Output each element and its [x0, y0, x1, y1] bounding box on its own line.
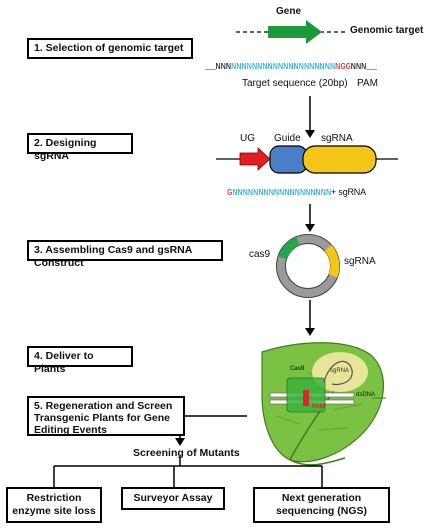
step-4-box: 4. Deliver to Plants — [27, 346, 133, 375]
flow-arrow-2 — [305, 224, 315, 232]
plasmid-sgrna-segment — [324, 244, 340, 278]
ug-arrow — [239, 147, 271, 171]
leaf-dsdna-label: dsDNA — [356, 392, 376, 398]
screening-title: Screening of Mutants — [133, 447, 240, 459]
sgrna-seq-n: NNNNNNNNNNNNNNNNNNN — [232, 188, 332, 198]
seq-prefix: NNN — [215, 62, 232, 72]
gene-arrow — [268, 20, 322, 44]
sgrna-seq-suffix: + sgRNA — [331, 187, 366, 197]
plasmid-sgrna-label: sgRNA — [344, 256, 376, 267]
method-ngs: Next generation sequencing (NGS) — [253, 487, 390, 523]
guide-label: Guide — [274, 133, 301, 144]
plasmid-cas9-segment — [278, 236, 301, 260]
seq-target: NNNNNNNNNNNNNNNNNNNN — [231, 62, 336, 72]
step-1-box: 1. Selection of genomic target — [27, 38, 193, 59]
guide-block — [269, 145, 308, 174]
seq-pam: NGG — [335, 62, 351, 72]
method-restriction-enzyme: Restriction enzyme site loss — [6, 487, 102, 523]
step-2-box: 2. Designing sgRNA — [27, 133, 133, 162]
step-5-box: 5. Regeneration and Screen Transgenic Pl… — [27, 396, 185, 436]
seq-underscore-left: __ — [205, 62, 216, 72]
plasmid-cas9-label: cas9 — [249, 249, 271, 260]
sgrna-block — [302, 145, 377, 174]
leaf-pam-label: PAM — [312, 404, 325, 410]
flow-arrow-3 — [305, 328, 315, 336]
ug-label: UG — [240, 133, 255, 144]
sgrna-sequence: GNNNNNNNNNNNNNNNNNNN+ sgRNA — [227, 187, 366, 198]
gene-label: Gene — [276, 6, 302, 17]
step-3-box: 3. Assembling Cas9 and gsRNA Construct — [27, 240, 223, 269]
pam-label: PAM — [357, 78, 378, 89]
leaf-cas9-label: Cas9 — [290, 366, 305, 372]
target-sequence: __NNNNNNNNNNNNNNNNNNNNNNNNGGNNN__ — [205, 62, 377, 72]
flow-arrow-1 — [305, 130, 315, 138]
leaf-illustration — [261, 342, 386, 466]
seq-suffix: NNN — [350, 62, 367, 72]
sgrna-label: sgRNA — [321, 133, 353, 144]
method-surveyor-assay: Surveyor Assay — [121, 487, 225, 510]
sgrna-seq-g: G — [227, 188, 233, 198]
screen-arrow — [175, 438, 185, 446]
genomic-target-label: Genomic target — [350, 25, 424, 36]
leaf-sgrna-label: sgRNA — [330, 368, 350, 374]
target-sequence-label: Target sequence (20bp) — [242, 78, 348, 89]
seq-underscore-right: __ — [366, 62, 377, 72]
